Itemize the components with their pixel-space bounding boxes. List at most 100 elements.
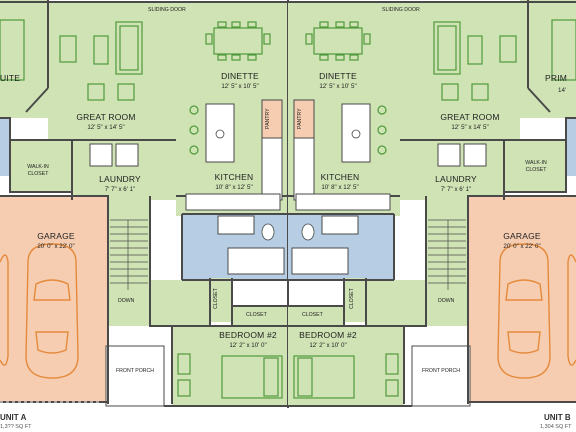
car-a	[25, 243, 79, 379]
hall-b	[366, 280, 426, 326]
vanity-a	[217, 215, 255, 235]
vanity-b	[321, 215, 359, 235]
great-room-label-a: GREAT ROOM 12' 5" x 14' 5"	[72, 113, 140, 131]
sliding-door-label-a: SLIDING DOOR	[148, 7, 186, 13]
blue-accent-b	[566, 118, 576, 176]
walkin-closet-a	[10, 140, 72, 192]
laundry-label-b: LAUNDRY 7' 7" x 6' 1"	[430, 175, 482, 193]
dinette-name-a: DINETTE	[221, 71, 259, 81]
bedroom-dim-a: 12' 2" x 10' 0"	[229, 341, 267, 349]
stairs-a	[108, 196, 150, 326]
primary-label-b: PRIM	[545, 73, 568, 83]
chair-a	[59, 35, 77, 63]
garage-b	[468, 196, 576, 402]
dinette-name-b: DINETTE	[319, 71, 357, 81]
kitchen-dim-b: 10' 8" x 12' 5"	[321, 183, 359, 191]
garage-label-b: GARAGE 20' 0" x 22' 0"	[490, 232, 554, 250]
primary-dim-b: 14'	[558, 87, 567, 94]
coffee-table-a	[93, 35, 109, 65]
closet-v-a	[210, 278, 232, 322]
ottoman-a	[87, 83, 105, 101]
suite-label-a: UITE	[0, 73, 21, 83]
blue-accent-a	[0, 118, 10, 176]
dryer-b	[463, 143, 487, 167]
primary-bed-b	[551, 19, 576, 81]
garage-dim-b: 20' 0" x 22' 0"	[503, 242, 541, 250]
unit-b-plan	[288, 0, 576, 407]
laundry-name-b: LAUNDRY	[435, 174, 477, 184]
great-room-name-a: GREAT ROOM	[76, 112, 136, 122]
closet-h-b	[288, 306, 344, 326]
unit-a-title: UNIT A	[0, 413, 27, 422]
counter-b	[293, 137, 315, 201]
closet-v-label-b: CLOSET	[349, 288, 355, 310]
kitchen-label-b: KITCHEN 10' 8" x 12' 5"	[312, 173, 368, 191]
closet-v-b	[344, 278, 366, 322]
walkin-closet-label-b: WALK-IN CLOSET	[525, 160, 547, 173]
washer-a	[89, 143, 113, 167]
nightstand-b	[385, 353, 399, 375]
dinette-table-b	[313, 27, 363, 55]
front-porch-label-b: FRONT PORCH	[422, 368, 460, 374]
bedroom-label-b: BEDROOM #2 12' 2" x 10' 0"	[294, 331, 362, 349]
hall-a	[150, 280, 210, 326]
ottoman-b	[441, 83, 459, 101]
pantry-label-b: PANTRY	[297, 108, 303, 130]
sink-b	[351, 129, 361, 139]
garage-dim-a: 20' 0" x 22' 0"	[37, 242, 75, 250]
garage-a	[0, 196, 108, 402]
stairs-b	[426, 196, 468, 326]
laundry-dim-a: 7' 7" x 6' 1"	[104, 185, 136, 193]
front-porch-a	[105, 345, 165, 407]
dinette-table-a	[213, 27, 263, 55]
coffee-table-b	[467, 35, 483, 65]
dinette-label-a: DINETTE 12' 5" x 10' 5"	[214, 72, 266, 90]
bedroom-name-b: BEDROOM #2	[299, 330, 357, 340]
unit-b-sqft: 1,304 SQ FT	[540, 424, 572, 430]
garage-label-a: GARAGE 20' 0" x 22' 0"	[24, 232, 88, 250]
closet-h-label-a: CLOSET	[246, 312, 267, 318]
sliding-door-label-b: SLIDING DOOR	[382, 7, 420, 13]
dinette-dim-a: 12' 5" x 10' 5"	[221, 82, 259, 90]
counter-a	[261, 137, 283, 201]
suite-bed-a	[0, 19, 25, 81]
kitchen-name-b: KITCHEN	[320, 172, 360, 182]
unit-a-sqft: 1,3?? SQ FT	[0, 424, 32, 430]
unit-b-title: UNIT B	[544, 413, 571, 422]
great-room-name-b: GREAT ROOM	[440, 112, 500, 122]
sofa-b	[433, 21, 461, 75]
nightstand-a	[177, 353, 191, 375]
washer-b	[437, 143, 461, 167]
front-porch-label-a: FRONT PORCH	[116, 368, 154, 374]
kitchen-dim-a: 10' 8" x 12' 5"	[215, 183, 253, 191]
garage-name-a: GARAGE	[37, 231, 75, 241]
closet-h-label-b: CLOSET	[302, 312, 323, 318]
great-room-b	[288, 2, 520, 142]
laundry-name-a: LAUNDRY	[99, 174, 141, 184]
pantry-label-a: PANTRY	[265, 108, 271, 130]
dinette-dim-b: 12' 5" x 10' 5"	[319, 82, 357, 90]
garage-name-b: GARAGE	[503, 231, 541, 241]
bedroom-2-a	[172, 326, 288, 406]
kitchen-island-b	[341, 103, 371, 163]
closet-h-a	[232, 306, 288, 326]
dryer-a	[115, 143, 139, 167]
toilet-b	[301, 223, 315, 241]
laundry-dim-b: 7' 7" x 6' 1"	[440, 185, 472, 193]
car-b	[497, 243, 551, 379]
kitchen-name-a: KITCHEN	[214, 172, 254, 182]
tub-b	[291, 247, 349, 275]
unit-a-plan	[0, 0, 289, 408]
laundry-label-a: LAUNDRY 7' 7" x 6' 1"	[94, 175, 146, 193]
bed-a	[221, 355, 283, 399]
great-room-label-b: GREAT ROOM 12' 5" x 14' 5"	[436, 113, 504, 131]
chair-b	[499, 35, 517, 63]
sink-a	[215, 129, 225, 139]
counter-lower-b	[295, 193, 391, 211]
tub-a	[227, 247, 285, 275]
down-label-a: DOWN	[118, 298, 135, 304]
dinette-label-b: DINETTE 12' 5" x 10' 5"	[312, 72, 364, 90]
great-room-dim-a: 12' 5" x 14' 5"	[87, 123, 125, 131]
down-label-b: DOWN	[438, 298, 455, 304]
